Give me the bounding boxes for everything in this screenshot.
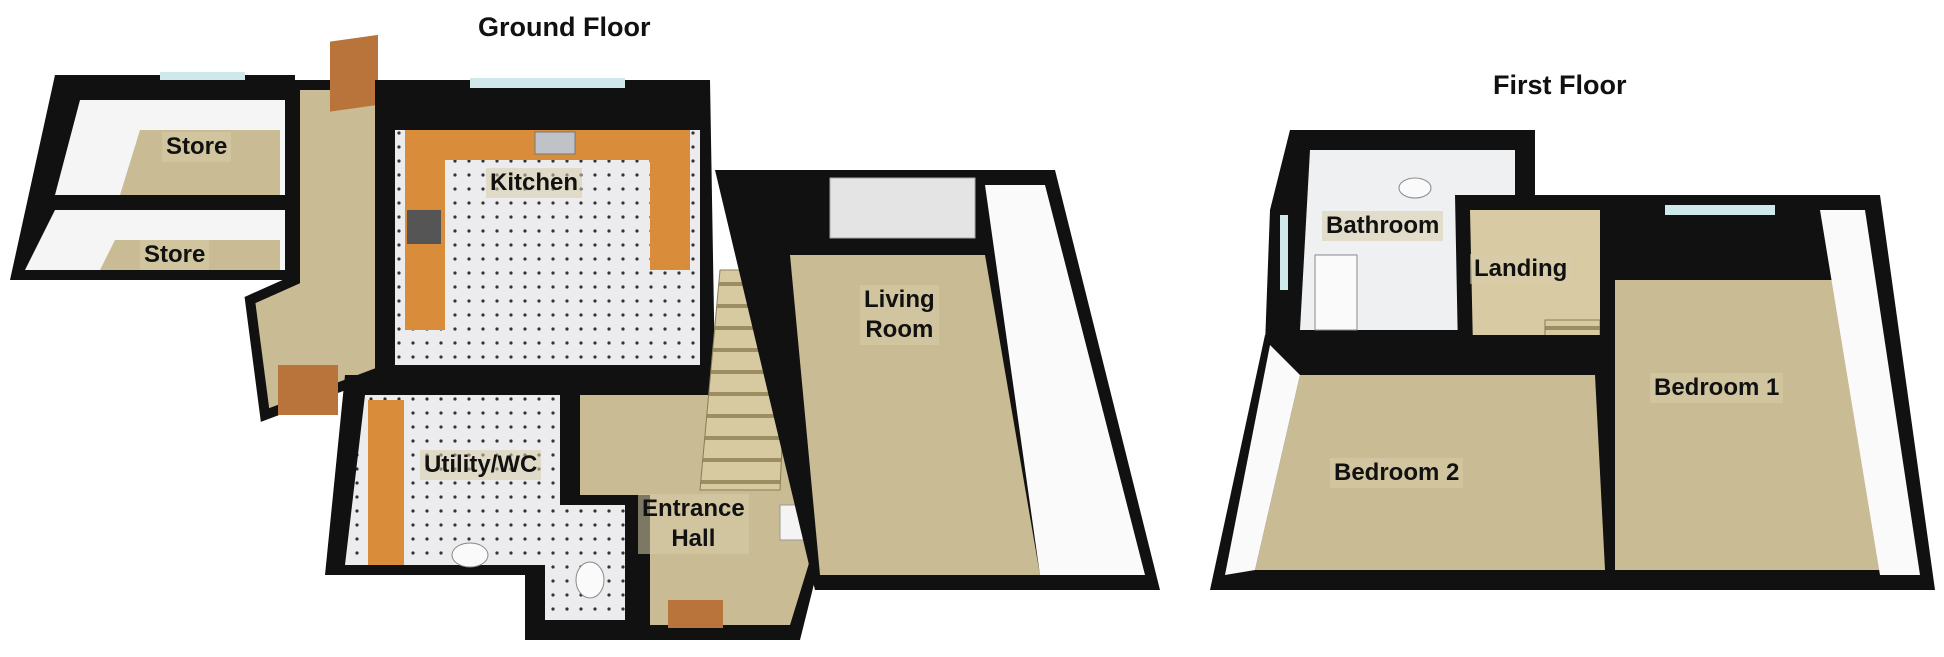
wc-basin bbox=[451, 542, 489, 568]
store-upper-label: Store bbox=[162, 132, 232, 162]
side-door-top bbox=[330, 34, 378, 112]
kitchen-hob bbox=[407, 210, 441, 244]
bathroom-basin bbox=[1398, 177, 1432, 199]
ground-floor-title: Ground Floor bbox=[478, 12, 651, 42]
bedroom-1-floor bbox=[1615, 280, 1880, 570]
first-floor-plan bbox=[1210, 130, 1935, 590]
kitchen-sink bbox=[534, 131, 576, 155]
entrance-hall-label: Entrance Hall bbox=[638, 494, 749, 554]
bedroom-1-label: Bedroom 1 bbox=[1650, 373, 1784, 403]
kitchen-window bbox=[470, 78, 625, 88]
bedroom-1-window bbox=[1665, 205, 1775, 215]
entrance-hall-label-line-1: Entrance bbox=[642, 495, 745, 522]
kitchen-worktop-right bbox=[650, 160, 690, 270]
bedroom-2-wall-left bbox=[1225, 345, 1300, 575]
ground-floor-plan bbox=[10, 34, 1160, 640]
living-room-floor bbox=[790, 255, 1040, 575]
store-window bbox=[160, 72, 245, 80]
store-lower-label: Store bbox=[140, 240, 210, 270]
bedroom-2-label: Bedroom 2 bbox=[1330, 458, 1464, 488]
bathtub bbox=[1314, 254, 1358, 331]
side-door-bottom bbox=[278, 365, 338, 415]
bathroom-window bbox=[1280, 215, 1288, 290]
living-room-label: Living Room bbox=[860, 285, 939, 345]
living-room-label-line-2: Room bbox=[865, 316, 934, 343]
landing-label: Landing bbox=[1470, 254, 1572, 284]
first-floor-title: First Floor bbox=[1493, 70, 1627, 100]
entrance-hall-label-line-2: Hall bbox=[671, 525, 716, 552]
utility-worktop bbox=[368, 400, 404, 565]
living-room-doors bbox=[829, 177, 976, 239]
front-door bbox=[668, 600, 723, 628]
kitchen-floor bbox=[395, 130, 700, 365]
utility-floor bbox=[345, 395, 625, 620]
living-room-label-line-1: Living bbox=[864, 286, 935, 313]
utility-wc-label: Utility/WC bbox=[420, 450, 542, 480]
bedroom-1-wall-right bbox=[1820, 210, 1920, 575]
wc-toilet bbox=[575, 561, 605, 599]
kitchen-label: Kitchen bbox=[486, 168, 583, 198]
kitchen-worktop-top bbox=[405, 130, 690, 330]
bathroom-label: Bathroom bbox=[1322, 211, 1444, 241]
living-room-wall-right bbox=[985, 185, 1145, 575]
